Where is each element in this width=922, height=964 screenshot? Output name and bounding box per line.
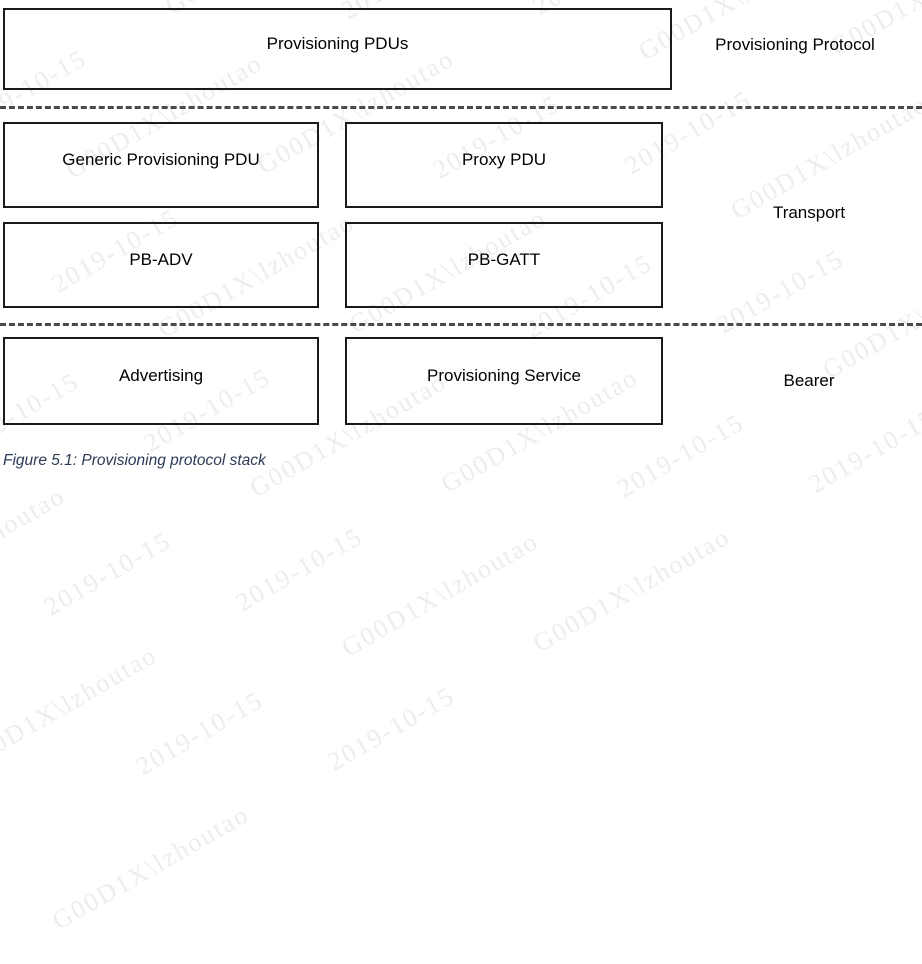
watermark-text-user: G00D1X\lzhoutao <box>336 526 544 663</box>
figure-caption: Figure 5.1: Provisioning protocol stack <box>3 452 266 469</box>
box-label: Provisioning Service <box>426 365 581 385</box>
stack-box-proxy-pdu: Proxy PDU <box>345 122 663 208</box>
layer-label-transport: Transport <box>772 203 846 222</box>
watermark-text-date: 2019-10-15 <box>322 680 460 777</box>
stack-box-advertising: Advertising <box>3 337 319 425</box>
layer-divider-provisioning-transport <box>0 106 922 109</box>
watermark-text-user: G00D1X\lzhoutao <box>528 521 736 658</box>
watermark-text-date: 2019-10-15 <box>230 521 368 618</box>
watermark-text-date: 2019-10-15 <box>131 685 269 781</box>
watermark-text-date: 2019-10-15 <box>39 525 177 622</box>
stack-box-generic-provisioning-pdu: Generic Provisioning PDU <box>3 122 319 208</box>
box-label: Generic Provisioning PDU <box>62 149 260 169</box>
box-label: Advertising <box>118 365 204 385</box>
box-label: Provisioning PDUs <box>266 33 409 53</box>
watermark-text-user: G00D1X\lzhoutao <box>0 640 163 777</box>
watermark-text-user: G00D1X\lzhoutao <box>47 799 255 936</box>
watermark-text-user: G00D1X\lzhoutao <box>0 480 71 617</box>
layer-label-provisioning-protocol: Provisioning Protocol <box>715 35 875 54</box>
stack-box-provisioning-pdus: Provisioning PDUs <box>3 8 672 90</box>
box-label: PB-GATT <box>467 249 541 269</box>
stack-box-pb-gatt: PB-GATT <box>345 222 663 308</box>
stack-box-provisioning-service: Provisioning Service <box>345 337 663 425</box>
layer-divider-transport-bearer <box>0 323 922 326</box>
stack-box-pb-adv: PB-ADV <box>3 222 319 308</box>
box-label: Proxy PDU <box>461 149 547 169</box>
provisioning-protocol-stack-diagram: Provisioning PDUs Generic Provisioning P… <box>0 8 922 469</box>
layer-label-bearer: Bearer <box>783 371 835 390</box>
box-label: PB-ADV <box>129 249 193 269</box>
